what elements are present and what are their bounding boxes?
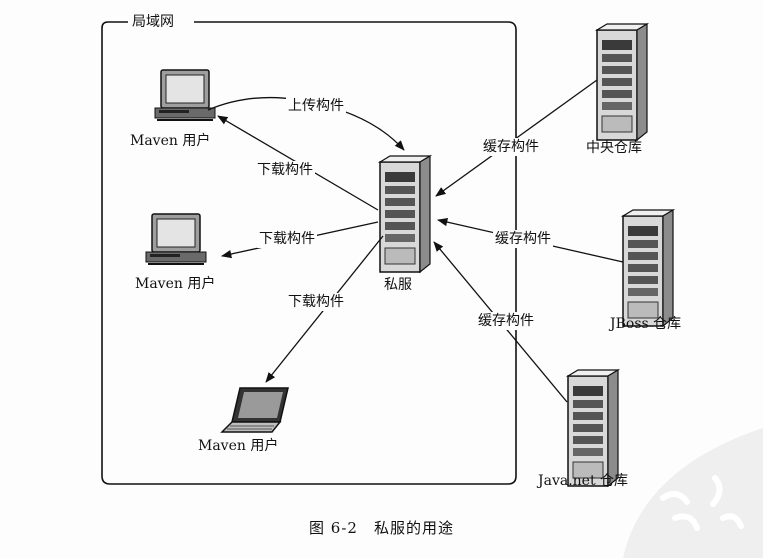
private-server-label: 私服: [384, 277, 412, 293]
private-server-icon: [379, 155, 431, 273]
lan-label: 局域网: [130, 13, 176, 31]
maven-user-1-label: Maven 用户: [130, 133, 211, 149]
maven-user-1-icon: [154, 69, 216, 121]
maven-user-3-icon: [221, 387, 289, 433]
cache-label-javanet: 缓存构件: [476, 312, 536, 330]
central-repository-icon: [596, 23, 648, 141]
maven-user-2-label: Maven 用户: [135, 276, 216, 292]
download-label-1: 下载构件: [255, 161, 315, 179]
download-label-3: 下载构件: [286, 293, 346, 311]
jboss-repository-label: JBoss 仓库: [610, 316, 682, 332]
cache-label-jboss: 缓存构件: [493, 230, 553, 248]
cache-label-central: 缓存构件: [481, 138, 541, 156]
javanet-repository-label: Java.net 仓库: [538, 473, 629, 489]
upload-label: 上传构件: [286, 97, 346, 115]
maven-user-2-icon: [145, 213, 207, 265]
lan-boundary: [101, 21, 517, 485]
watermark-seal: [623, 428, 763, 558]
jboss-repository-icon: [622, 209, 674, 327]
central-repository-label: 中央仓库: [586, 140, 642, 156]
figure-caption: 图 6-2 私服的用途: [309, 519, 454, 537]
download-label-2: 下载构件: [257, 230, 317, 248]
maven-user-3-label: Maven 用户: [198, 438, 279, 454]
